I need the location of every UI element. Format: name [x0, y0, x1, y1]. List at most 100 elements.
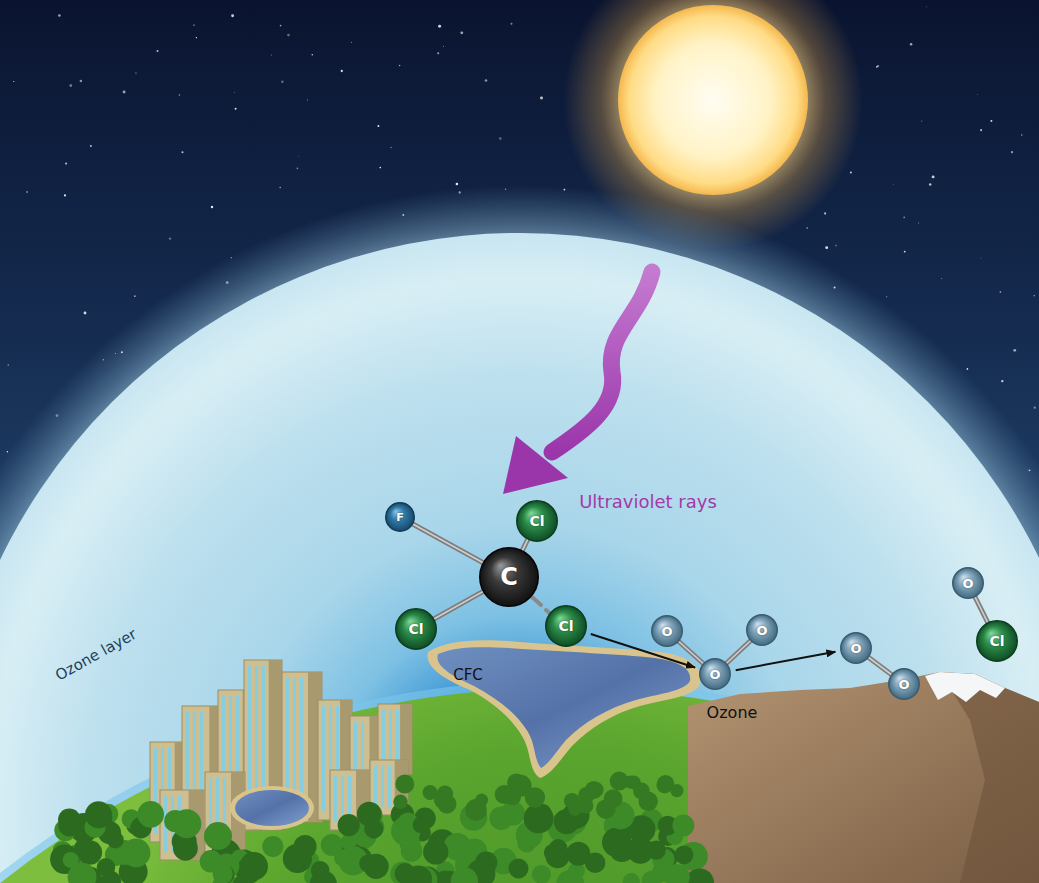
tree [173, 836, 198, 861]
star [181, 151, 183, 153]
tree [395, 775, 414, 794]
tree [444, 833, 471, 860]
atom-symbol: Cl [558, 619, 573, 633]
oxygen-atom: O [888, 668, 920, 700]
star [850, 171, 852, 173]
star [279, 187, 281, 189]
mountain [688, 672, 1039, 883]
tree [213, 864, 233, 883]
chlorine-atom: Cl [516, 500, 558, 542]
chemical-bond [868, 657, 892, 675]
uv-ray [552, 272, 652, 452]
star [456, 183, 459, 186]
star [1013, 349, 1016, 352]
ozone-layer-band [0, 233, 1039, 883]
tree [137, 801, 164, 828]
star [903, 216, 905, 218]
tree [604, 789, 623, 808]
tree [393, 795, 407, 809]
oxygen-atom: O [840, 632, 872, 664]
star [351, 42, 352, 43]
star [123, 91, 126, 94]
tree [58, 814, 81, 837]
star [1034, 295, 1035, 296]
tree [532, 865, 551, 883]
atom-symbol: O [962, 577, 973, 590]
uv-arrowhead [503, 436, 568, 494]
star [231, 14, 234, 17]
tree [549, 839, 568, 858]
sun [618, 5, 808, 195]
star [135, 72, 136, 73]
chemical-bond [678, 641, 704, 664]
tree [262, 836, 283, 857]
star [399, 65, 401, 67]
reaction-arrow [736, 652, 836, 670]
tree [74, 839, 93, 858]
atom-symbol: O [850, 642, 861, 655]
mountain-shadow [940, 672, 1039, 883]
star [80, 80, 83, 83]
atom-symbol: Cl [408, 622, 423, 636]
tree [564, 793, 580, 809]
lake [437, 647, 690, 768]
star [1001, 380, 1003, 382]
chlorine-atom: Cl [545, 605, 587, 647]
atom-symbol: O [661, 625, 672, 638]
molecule-label: Ozone [707, 704, 758, 722]
tree [639, 792, 658, 811]
star [235, 108, 237, 110]
molecule-label: CFC [453, 667, 483, 684]
atmosphere-glow [0, 185, 1039, 883]
tree [524, 804, 554, 834]
atom-symbol: O [709, 668, 720, 681]
star [967, 368, 969, 370]
tree [172, 809, 201, 838]
star [921, 121, 922, 122]
chemical-bond [726, 640, 751, 663]
pond [235, 790, 309, 826]
tree [100, 871, 121, 883]
tree [405, 866, 433, 883]
tree [423, 839, 448, 864]
star [193, 24, 194, 25]
star [281, 81, 284, 84]
tree [610, 772, 629, 791]
star [134, 295, 136, 297]
tree [509, 859, 529, 879]
star [929, 183, 932, 186]
chlorine-atom: Cl [395, 608, 437, 650]
city [150, 660, 412, 860]
chlorine-atom: Cl [976, 620, 1018, 662]
chemical-bond [975, 596, 988, 623]
tree [578, 787, 595, 804]
tree [664, 864, 689, 883]
star [65, 163, 67, 165]
star [341, 70, 343, 72]
oxygen-atom: O [746, 614, 778, 646]
atom-symbol: O [898, 678, 909, 691]
tree [657, 777, 673, 793]
tree [311, 861, 330, 880]
star [886, 296, 888, 298]
star [26, 191, 27, 192]
star [499, 137, 502, 140]
star [13, 81, 14, 82]
chemical-bond [433, 591, 483, 619]
star [84, 312, 87, 315]
star [438, 25, 441, 28]
star [211, 206, 213, 208]
carbon-atom: C [479, 547, 539, 607]
pond-shore [230, 786, 314, 830]
tree [627, 837, 654, 864]
atom-symbol: Cl [529, 514, 544, 528]
star [196, 37, 197, 38]
tree [585, 852, 606, 873]
star [941, 278, 943, 280]
star [287, 34, 290, 37]
star [925, 6, 927, 8]
fluorine-atom: F [385, 502, 415, 532]
star [179, 94, 181, 96]
chemical-bond [522, 539, 528, 551]
star [892, 183, 894, 185]
